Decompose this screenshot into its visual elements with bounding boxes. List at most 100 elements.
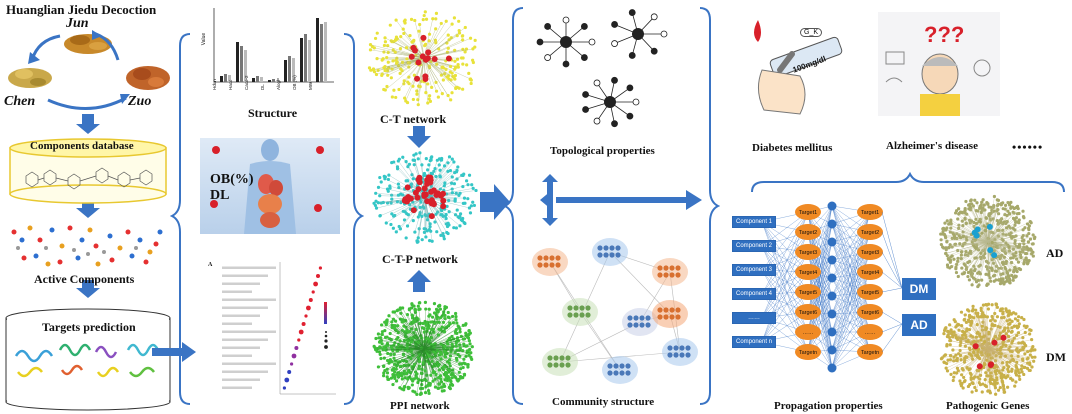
network-edge	[987, 313, 1003, 350]
network-node	[969, 321, 974, 325]
community-label: Community structure	[552, 396, 655, 408]
network-node	[969, 198, 973, 202]
propagation-target-node	[857, 284, 883, 300]
network-node	[1018, 250, 1022, 254]
network-node	[986, 261, 990, 265]
chart-bar	[240, 46, 243, 82]
network-node	[1016, 245, 1020, 249]
topology-node	[626, 84, 634, 92]
dm-box: DM	[902, 278, 936, 300]
network-node	[439, 357, 443, 361]
network-node	[385, 371, 390, 375]
network-node	[434, 17, 438, 21]
network-node	[944, 235, 948, 240]
network-node	[446, 46, 450, 50]
propagation-target-node	[857, 224, 883, 240]
network-node	[454, 327, 458, 332]
network-hub	[440, 190, 447, 197]
network-node	[454, 341, 458, 345]
network-node	[995, 315, 1000, 319]
network-node	[422, 230, 427, 235]
chart-bar	[228, 75, 231, 82]
network-node	[945, 240, 949, 244]
network-node	[456, 62, 460, 67]
network-node	[431, 379, 435, 383]
network-node	[951, 378, 955, 383]
network-node	[952, 375, 956, 379]
network-node	[986, 302, 991, 306]
chart-bar	[244, 50, 247, 82]
community-node	[627, 322, 633, 328]
community-node	[627, 315, 633, 321]
network-node	[380, 323, 384, 327]
network-node	[463, 201, 467, 205]
network-edge	[419, 348, 425, 362]
network-node	[1003, 207, 1007, 211]
network-node	[980, 324, 984, 328]
community-node	[633, 315, 639, 321]
community-node	[555, 255, 561, 261]
network-edge	[961, 325, 989, 350]
network-edge	[976, 202, 989, 243]
network-node	[385, 375, 389, 379]
network-edge	[396, 196, 426, 233]
network-node	[382, 347, 386, 351]
network-node	[457, 19, 461, 23]
propagation-edge	[807, 241, 833, 313]
network-node	[445, 204, 449, 208]
propagation-edge	[831, 295, 871, 353]
network-hub	[425, 49, 432, 56]
propagation-edge	[831, 223, 871, 273]
propagation-output-edge	[881, 323, 903, 353]
network-edge	[423, 348, 461, 378]
blood-drop-label: G_K	[800, 28, 823, 37]
network-node	[441, 312, 446, 316]
community-node	[657, 307, 663, 313]
network-node	[459, 367, 463, 371]
network-node	[443, 378, 447, 382]
network-node	[409, 350, 413, 354]
chart-bar	[276, 80, 279, 82]
network-node	[1017, 374, 1021, 378]
network-node	[467, 339, 471, 343]
target-label: Target6	[860, 310, 880, 316]
network-node	[418, 151, 422, 155]
network-node	[452, 16, 457, 20]
network-node	[464, 344, 468, 348]
network-node	[424, 91, 428, 95]
network-node	[1009, 256, 1013, 260]
network-node	[1017, 267, 1021, 271]
network-node	[442, 389, 446, 393]
community-node	[553, 362, 559, 368]
network-node	[452, 182, 457, 186]
topology-node	[588, 38, 596, 46]
dotplot-term-label	[222, 354, 252, 357]
network-hub	[404, 184, 411, 191]
network-edge	[949, 241, 989, 269]
network-node	[956, 369, 960, 373]
community-node	[669, 272, 675, 278]
network-node	[1014, 312, 1018, 316]
propagation-label: Propagation properties	[774, 400, 883, 412]
topology-node	[611, 76, 618, 84]
network-edge	[950, 228, 989, 243]
network-node	[1019, 367, 1023, 371]
network-edge	[971, 203, 989, 243]
network-node	[1014, 220, 1018, 225]
network-node	[974, 280, 979, 284]
network-edge	[958, 241, 989, 277]
network-node	[941, 226, 946, 230]
network-node	[968, 371, 972, 375]
network-node	[372, 70, 377, 74]
community-node	[667, 352, 673, 358]
propagation-edge	[831, 277, 871, 353]
network-edge	[423, 313, 456, 350]
network-node	[413, 18, 417, 23]
network-node	[383, 329, 387, 333]
network-edge	[953, 348, 989, 378]
network-node	[974, 217, 978, 221]
topological-graphs	[536, 9, 668, 128]
network-node	[433, 167, 437, 171]
network-node	[380, 73, 384, 77]
network-node	[975, 331, 979, 335]
